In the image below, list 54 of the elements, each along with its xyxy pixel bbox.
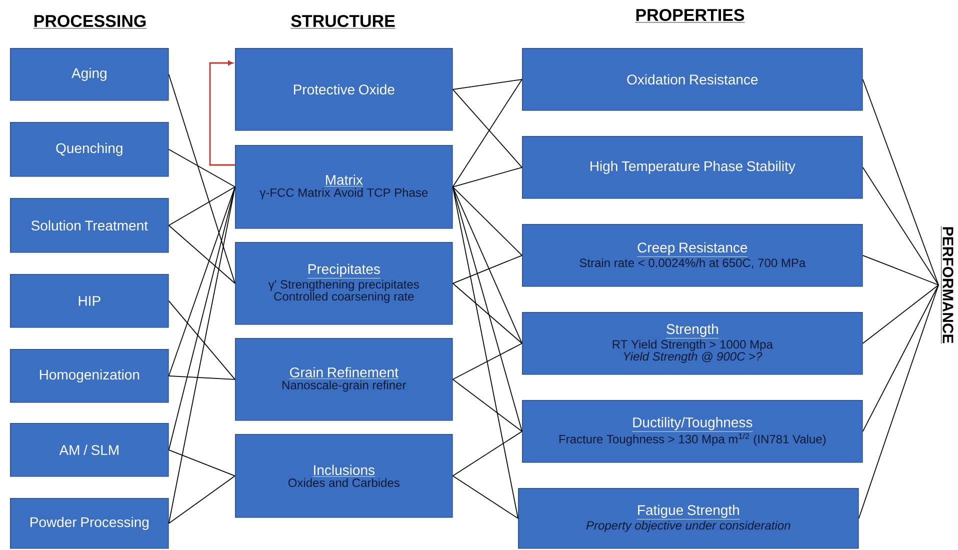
connector-line — [168, 224, 236, 284]
property-box: High Temperature Phase Stability — [522, 136, 863, 199]
structure-box: Grain Refinement Nanoscale-grain refiner — [235, 338, 453, 421]
connector-line — [452, 166, 522, 188]
connector-line — [862, 166, 939, 286]
connector-line — [452, 186, 518, 519]
property-box: Fatigue Strength Property objective under consideration — [518, 488, 859, 549]
property-box: Strength RT Yield Strength > 1000 Mpa Yield Strength @ 900C >? — [522, 312, 863, 375]
connector-line — [452, 186, 522, 432]
connector-line — [862, 254, 939, 286]
structure-box: Protective Oxide — [235, 48, 453, 131]
structure-box: Inclusions Oxides and Carbides — [235, 434, 453, 518]
process-box: HIP — [10, 274, 169, 328]
connector-line — [452, 342, 522, 380]
connector-line — [862, 284, 939, 432]
process-box: Solution Treatment — [10, 198, 169, 253]
connector-line — [168, 186, 236, 376]
connector-line — [452, 78, 522, 188]
process-box: Aging — [10, 48, 169, 101]
connector-line — [168, 449, 236, 476]
connector-line — [452, 378, 522, 432]
column-heading: PROCESSING — [33, 14, 147, 29]
performance-label: PERFORMANCE — [941, 226, 954, 344]
connector-line — [168, 148, 236, 188]
connector-line — [168, 186, 236, 226]
process-box: AM / SLM — [10, 423, 169, 477]
connector-line — [168, 300, 236, 380]
connector-line — [168, 186, 236, 524]
connector-line — [168, 375, 236, 380]
property-box: Ductility/Toughness Fracture Toughness > 130 Mpa m$^{1/2}$ (IN781 Value) — [522, 400, 863, 463]
connector-line — [862, 78, 939, 286]
column-heading: STRUCTURE — [290, 14, 396, 29]
property-box: Oxidation Resistance — [522, 48, 863, 111]
connector-line — [452, 475, 518, 519]
connector-line — [452, 186, 522, 256]
connector-line — [862, 284, 939, 344]
structure-box: Precipitates γ' Strengthening precipitates Controlled coarsening rate — [235, 242, 453, 325]
connector-line — [452, 78, 522, 90]
connector-line — [168, 74, 236, 284]
connector-line — [452, 88, 522, 168]
connector-line — [452, 282, 522, 344]
process-box: Homogenization — [10, 349, 169, 403]
column-heading: PROPERTIES — [635, 8, 745, 23]
structure-box: Matrix γ-FCC Matrix Avoid TCP Phase — [235, 145, 453, 229]
process-box: Quenching — [10, 122, 169, 177]
connector-line — [452, 430, 522, 476]
property-box: Creep Resistance Strain rate < 0.0024%/h at 650C, 700 MPa — [522, 224, 863, 287]
connector-line — [168, 475, 236, 524]
connector-line — [858, 284, 939, 519]
connector-line — [168, 186, 236, 450]
process-box: Powder Processing — [10, 498, 169, 549]
connector-line — [452, 186, 522, 344]
arrow — [209, 60, 235, 166]
connector-line — [452, 254, 522, 284]
